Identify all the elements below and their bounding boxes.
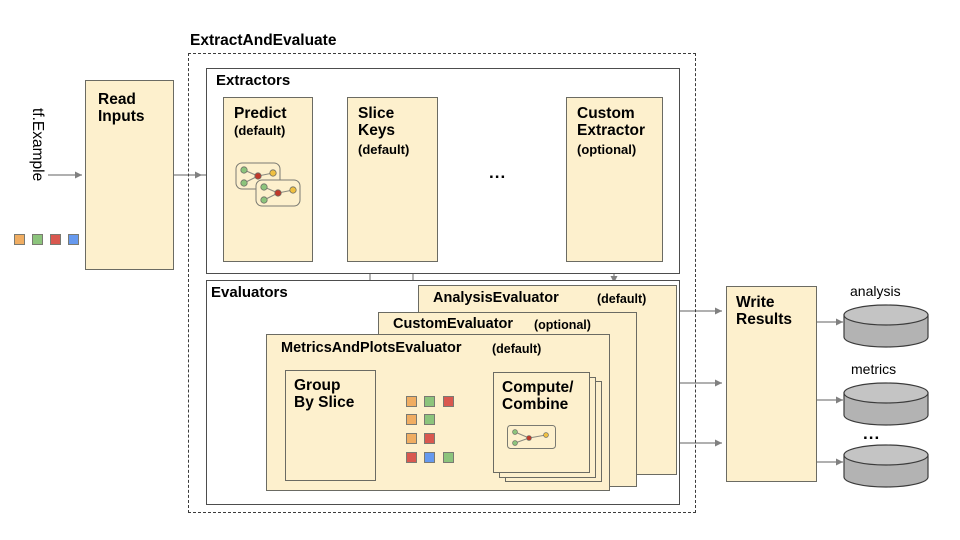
- slice-swatch: [424, 452, 435, 463]
- evaluators-group-label: Evaluators: [211, 284, 288, 301]
- extract-and-evaluate-container: [188, 53, 696, 513]
- compute-combine-node[interactable]: Compute/ Combine: [493, 372, 590, 473]
- slice-swatch: [406, 414, 417, 425]
- input-label: tf.Example: [29, 108, 46, 182]
- extractor-custom-node[interactable]: Custom Extractor (optional): [566, 97, 663, 262]
- slice-swatch: [406, 433, 417, 444]
- group-by-slice-label: Group By Slice: [294, 377, 355, 412]
- diagram-title: ExtractAndEvaluate: [190, 32, 337, 49]
- slice-swatch: [443, 452, 454, 463]
- store-metrics-cylinder[interactable]: [843, 382, 929, 426]
- group-by-slice-node[interactable]: Group By Slice: [285, 370, 376, 481]
- extractor-slice-keys-label: Slice Keys: [358, 105, 396, 140]
- extractor-predict-qualifier: (default): [234, 123, 286, 138]
- analysis-evaluator-label: AnalysisEvaluator: [433, 290, 559, 306]
- write-results-label: Write Results: [736, 294, 792, 329]
- store-more-label: ...: [863, 424, 881, 443]
- slice-swatch: [406, 452, 417, 463]
- extractor-predict-node[interactable]: Predict (default): [223, 97, 313, 262]
- swatch-blue: [68, 234, 79, 245]
- swatch-red: [50, 234, 61, 245]
- extractors-ellipsis: ...: [489, 163, 507, 182]
- metrics-and-plots-evaluator-label: MetricsAndPlotsEvaluator: [281, 340, 462, 356]
- store-metrics-label: metrics: [851, 361, 897, 377]
- slice-swatch: [424, 433, 435, 444]
- slice-swatch: [443, 396, 454, 407]
- compute-combine-label: Compute/ Combine: [502, 379, 574, 414]
- slice-swatch: [424, 396, 435, 407]
- read-inputs-label: Read Inputs: [98, 91, 145, 126]
- custom-evaluator-label: CustomEvaluator: [393, 316, 514, 332]
- store-analysis-label: analysis: [850, 283, 901, 299]
- custom-evaluator-qualifier: (optional): [534, 318, 591, 332]
- extractor-slice-keys-node[interactable]: Slice Keys (default): [347, 97, 438, 262]
- swatch-green: [32, 234, 43, 245]
- model-graph-icon: [235, 162, 301, 207]
- extractor-custom-qualifier: (optional): [577, 142, 637, 157]
- store-more-cylinder[interactable]: [843, 444, 929, 488]
- write-results-node[interactable]: Write Results: [726, 286, 817, 482]
- extractor-predict-label: Predict: [234, 105, 287, 122]
- analysis-evaluator-qualifier: (default): [597, 292, 647, 306]
- slice-swatch: [406, 396, 417, 407]
- extractor-slice-keys-qualifier: (default): [358, 142, 410, 157]
- read-inputs-node[interactable]: Read Inputs: [85, 80, 174, 270]
- plot-graph-icon: [507, 425, 556, 449]
- metrics-and-plots-evaluator-qualifier: (default): [492, 342, 542, 356]
- swatch-orange: [14, 234, 25, 245]
- extractor-custom-label: Custom Extractor: [577, 105, 646, 140]
- slice-swatch: [424, 414, 435, 425]
- extractors-group-label: Extractors: [216, 72, 291, 89]
- store-analysis-cylinder[interactable]: [843, 304, 929, 348]
